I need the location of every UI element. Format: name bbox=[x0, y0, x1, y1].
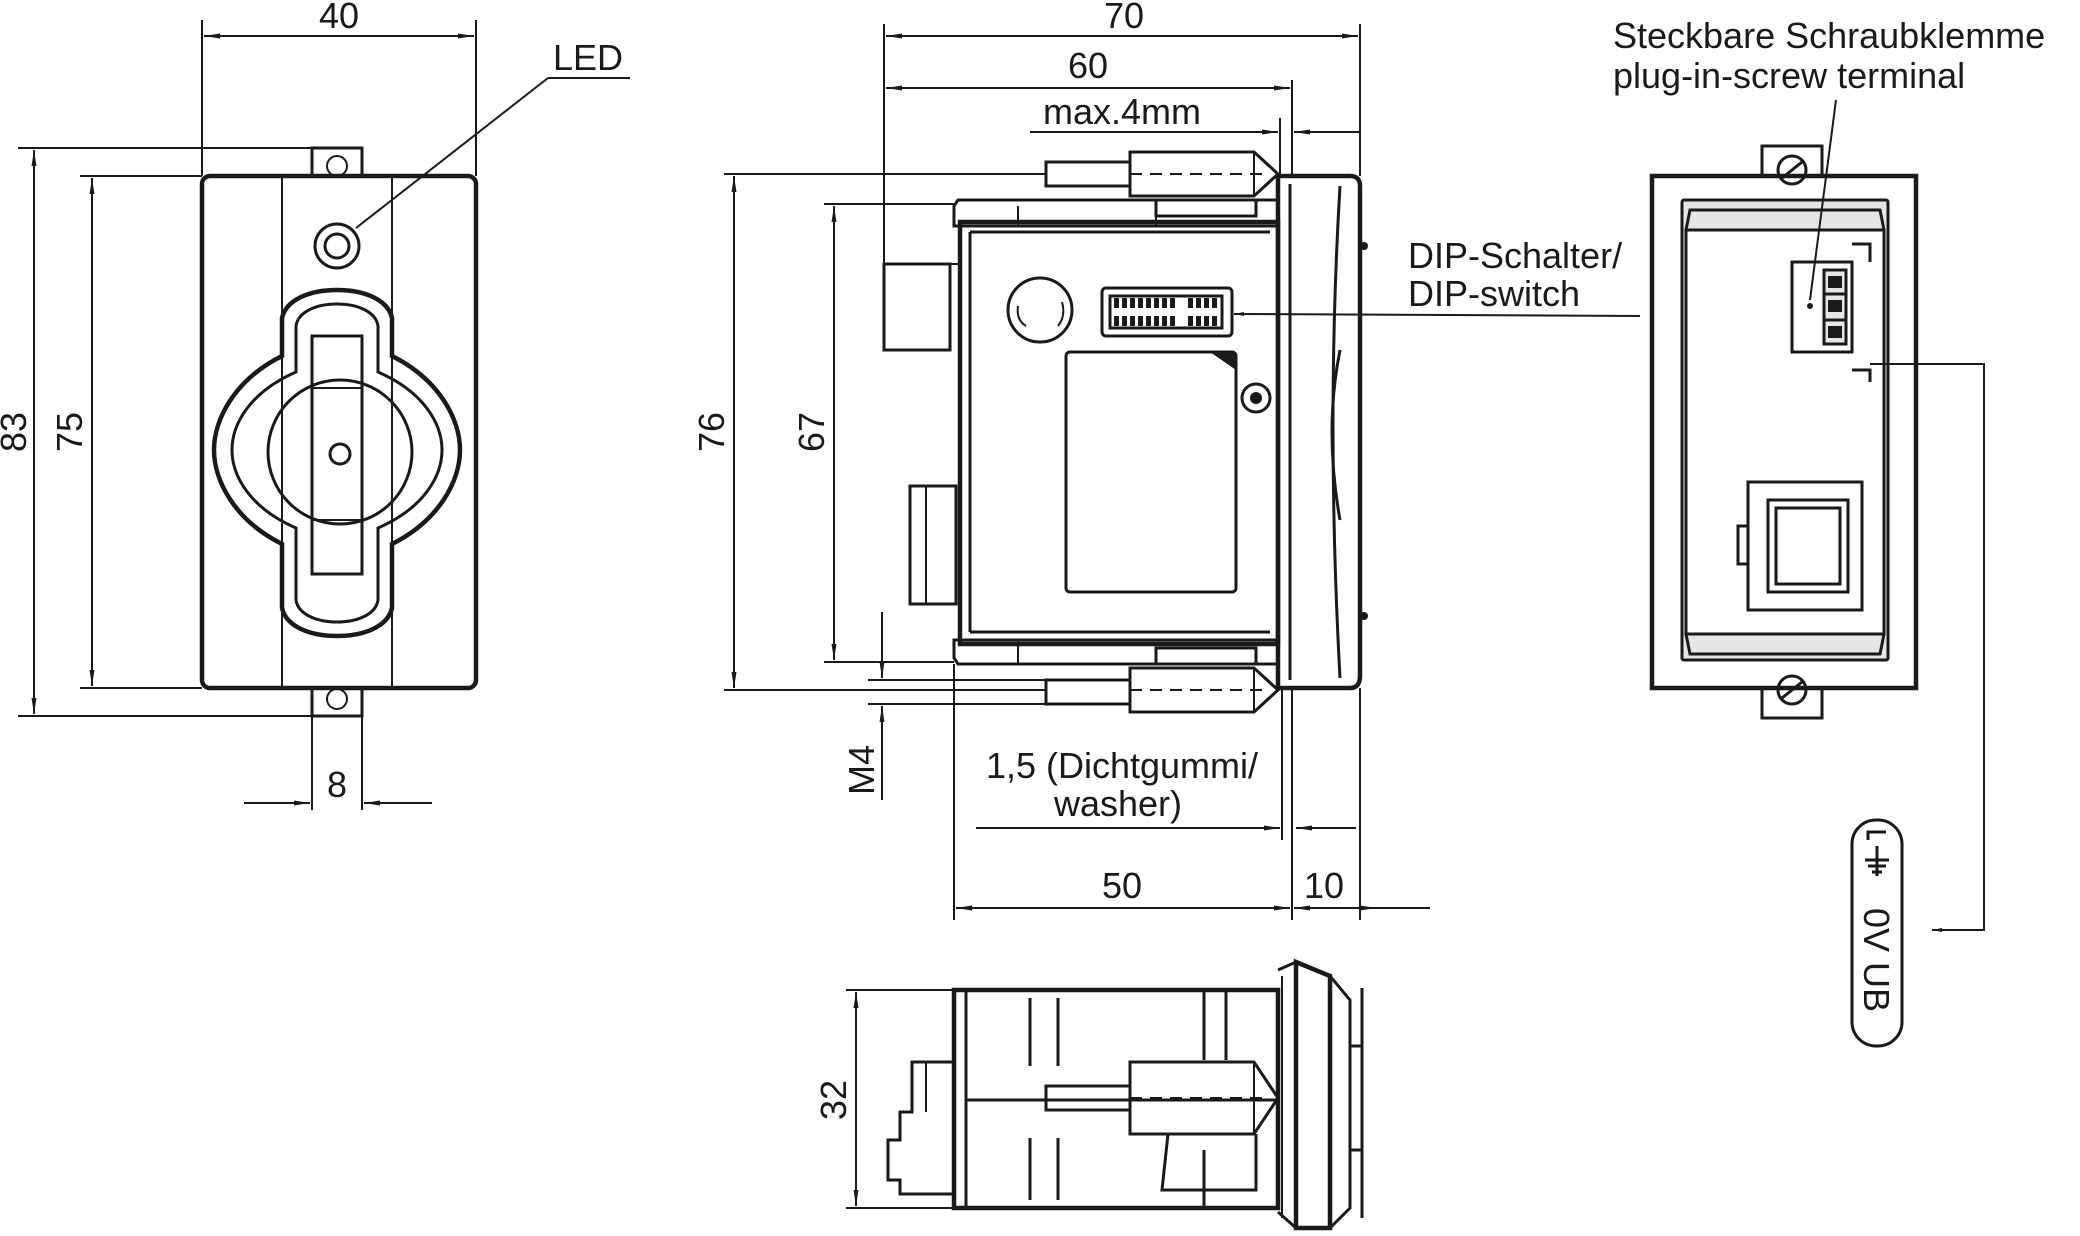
dim-width-60: 60 bbox=[1068, 45, 1108, 86]
dim-height-75: 75 bbox=[49, 412, 90, 452]
dim-washer-line2: washer) bbox=[1053, 783, 1182, 824]
dip-leader bbox=[1233, 312, 1641, 317]
side-led bbox=[1240, 382, 1272, 414]
side-front-bezel bbox=[1275, 173, 1363, 691]
side-bottom-screw bbox=[1044, 678, 1132, 706]
front-dial bbox=[266, 378, 414, 526]
side-label-area bbox=[1064, 350, 1238, 594]
side-bottom-connector bbox=[908, 484, 958, 606]
rear-top-mount bbox=[1760, 144, 1824, 176]
led-leader bbox=[355, 77, 549, 229]
pinout-box bbox=[1850, 818, 1904, 1048]
rear-terminal-block bbox=[1790, 260, 1854, 354]
dim-max-4mm: max.4mm bbox=[1043, 91, 1201, 132]
dim-height-76: 76 bbox=[691, 412, 732, 452]
dim-width-70: 70 bbox=[1104, 0, 1144, 36]
pinout-leader bbox=[1870, 363, 1985, 932]
dim-height-32: 32 bbox=[813, 1080, 854, 1120]
bottom-connector bbox=[886, 1060, 954, 1196]
led-label: LED bbox=[553, 37, 623, 78]
front-bottom-mount-hole bbox=[326, 688, 348, 710]
rear-bottom-mount bbox=[1760, 688, 1824, 720]
bottom-front-bezel bbox=[1293, 958, 1333, 1231]
terminal-leader bbox=[1809, 99, 1837, 301]
bottom-screw bbox=[1044, 1084, 1132, 1112]
front-plug-slot bbox=[310, 334, 364, 576]
dip-label-line2: DIP-switch bbox=[1408, 273, 1580, 314]
rear-view: Steckbare Schraubklemme plug-in-screw te… bbox=[1613, 15, 2045, 1048]
terminal-label-en: plug-in-screw terminal bbox=[1613, 55, 1965, 96]
bottom-view: 32 bbox=[813, 958, 1364, 1231]
side-body bbox=[957, 219, 1281, 647]
led-indicator bbox=[313, 222, 361, 270]
terminal-label-de: Steckbare Schraubklemme bbox=[1613, 15, 2045, 56]
front-bottom-mount-tab bbox=[310, 688, 364, 718]
dip-label-line1: DIP-Schalter/ bbox=[1408, 235, 1622, 276]
dim-width-8: 8 bbox=[327, 764, 347, 805]
dim-depth-50: 50 bbox=[1102, 865, 1142, 906]
front-top-mount-hole bbox=[326, 155, 348, 177]
front-lock-inner bbox=[230, 302, 444, 624]
dip-switch bbox=[1100, 286, 1234, 338]
dim-depth-10: 10 bbox=[1304, 865, 1344, 906]
dim-washer-line1: 1,5 (Dichtgummi/ bbox=[986, 745, 1258, 786]
pinout-label: 0V UB bbox=[1856, 908, 1897, 1012]
side-rotary-knob bbox=[1006, 276, 1074, 344]
side-view: DIP-Schalter/ DIP-switch 70 60 max.4mm 7… bbox=[691, 0, 1641, 920]
front-bezel bbox=[199, 173, 479, 691]
ground-icon bbox=[1865, 830, 1889, 876]
dim-height-67: 67 bbox=[791, 412, 832, 452]
front-lock-outer bbox=[211, 287, 463, 639]
side-top-screw bbox=[1044, 160, 1132, 188]
dim-height-83: 83 bbox=[0, 412, 34, 452]
dim-width-40: 40 bbox=[319, 0, 359, 36]
rear-rj-connector bbox=[1746, 480, 1864, 612]
dip-switch-teeth bbox=[1114, 298, 1217, 326]
front-top-mount-tab bbox=[310, 146, 364, 176]
dim-m4: M4 bbox=[841, 745, 882, 795]
side-top-connector bbox=[882, 262, 952, 352]
front-view: LED 40 83 75 8 bbox=[0, 0, 630, 810]
